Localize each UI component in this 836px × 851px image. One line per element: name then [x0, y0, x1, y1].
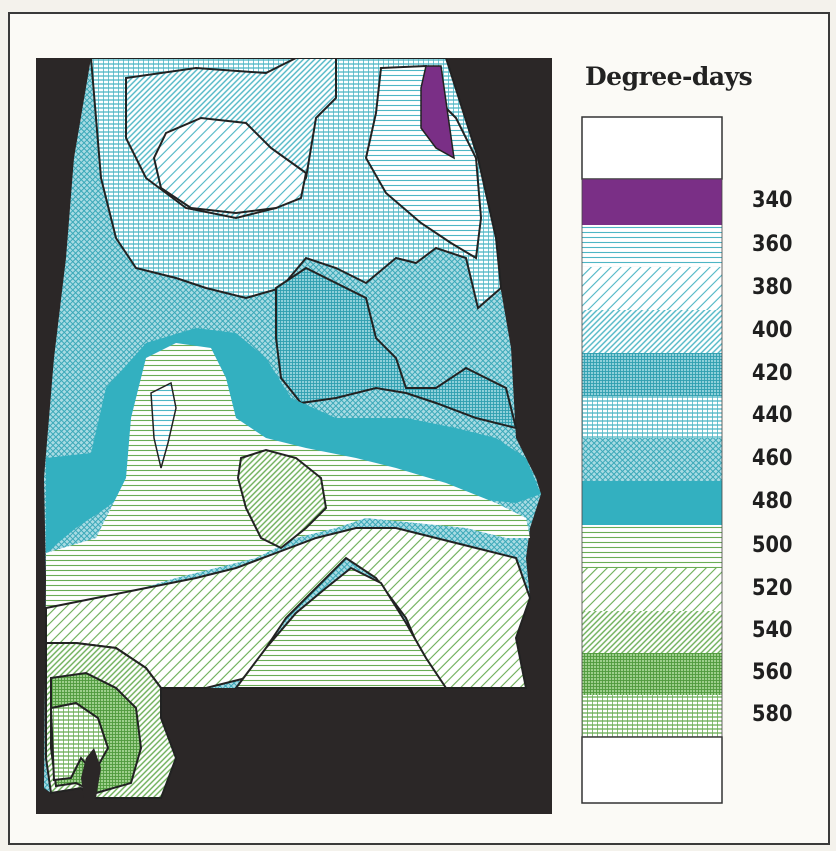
- legend-swatch-380: [582, 267, 722, 310]
- legend-title: Degree-days: [585, 62, 753, 91]
- legend-swatch-360: [582, 225, 722, 267]
- legend-swatch-560: [582, 653, 722, 695]
- legend-label-500: 500: [752, 532, 793, 558]
- legend-label-440: 440: [752, 403, 793, 428]
- legend-swatch-340: [582, 179, 722, 225]
- legend-label-400: 400: [752, 317, 793, 343]
- legend-swatch-top: [581, 116, 723, 180]
- legend-label-520: 520: [752, 575, 793, 601]
- legend-swatch-460: [582, 438, 722, 481]
- legend-border: [581, 178, 723, 738]
- region-500-island: [150, 381, 177, 469]
- region-380: [152, 116, 308, 215]
- degree-days-map: [36, 58, 552, 814]
- legend-swatch-440: [582, 396, 722, 438]
- region-540: [236, 448, 328, 550]
- mobile-bay: [81, 748, 101, 798]
- legend-swatch-520: [582, 568, 722, 611]
- legend-swatch-400: [582, 310, 722, 353]
- legend-label-460: 460: [752, 445, 793, 471]
- legend-label-480: 480: [752, 489, 793, 514]
- legend-label-360: 360: [752, 232, 793, 257]
- legend-label-340: 340: [752, 188, 793, 213]
- legend-label-420: 420: [752, 360, 793, 386]
- legend-label-560: 560: [752, 660, 793, 685]
- region-500-south: [234, 566, 448, 689]
- legend-swatch-480: [582, 481, 722, 525]
- region-420: [275, 266, 518, 430]
- legend-swatches: [581, 116, 723, 804]
- legend-swatch-540: [582, 611, 722, 653]
- legend-label-540: 540: [752, 618, 793, 643]
- legend-label-380: 380: [752, 274, 793, 300]
- legend-swatch-bottom: [581, 736, 723, 804]
- legend-swatch-420: [582, 353, 722, 396]
- region-340: [420, 65, 455, 160]
- legend-swatch-500: [582, 525, 722, 568]
- legend-label-580: 580: [752, 702, 793, 727]
- legend-swatch-580: [582, 695, 722, 737]
